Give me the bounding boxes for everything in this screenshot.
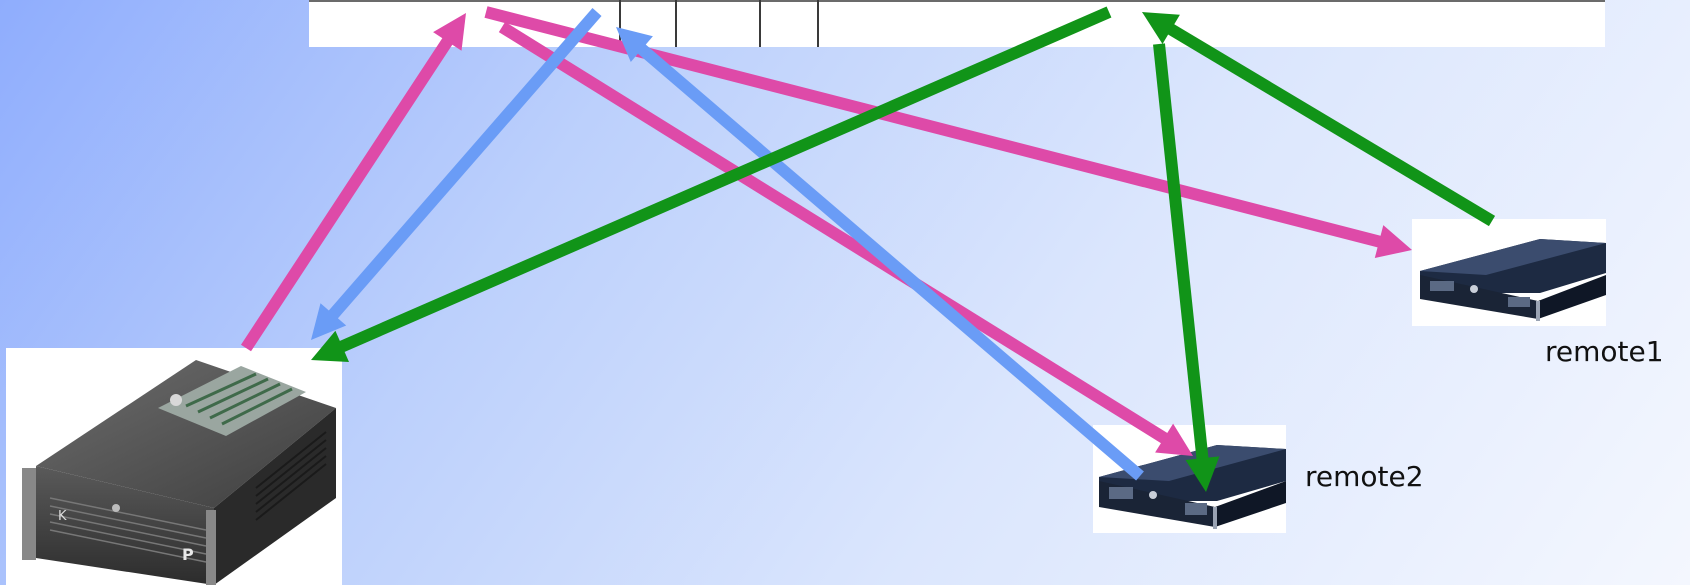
strip-divider <box>619 0 621 47</box>
arrow-remote2-to-top-head <box>616 27 653 62</box>
arrow-top-to-remote1-shaft <box>484 6 1383 248</box>
arrow-top-to-remote2-head <box>1155 423 1193 456</box>
remote2-server <box>1093 425 1286 533</box>
arrow-top-to-main-green-shaft <box>337 6 1112 353</box>
svg-text:P: P <box>182 545 194 564</box>
arrow-top-to-remote2-green-head <box>1185 456 1220 492</box>
remote1-label: remote1 <box>1545 335 1664 368</box>
strip-divider <box>817 0 819 47</box>
arrow-remote1-to-top-shaft <box>1166 23 1496 227</box>
main-server: K P <box>6 348 342 585</box>
remote1-server <box>1412 219 1606 326</box>
main-server-icon: K P <box>22 360 336 585</box>
arrow-top-to-remote2-shaft <box>498 21 1169 445</box>
svg-text:K: K <box>58 509 67 524</box>
strip-divider <box>759 0 761 47</box>
strip-top-border <box>309 0 1605 2</box>
arrow-main-to-top-head <box>433 13 466 51</box>
arrow-top-to-main-shaft <box>327 8 602 320</box>
arrow-top-to-main-green-head <box>311 330 349 362</box>
arrow-remote2-to-top-shaft <box>636 43 1144 481</box>
remote2-label: remote2 <box>1305 460 1424 493</box>
arrow-top-to-remote2-green-shaft <box>1153 43 1209 461</box>
arrow-remote1-to-top-head <box>1142 12 1180 44</box>
arrow-main-to-top-shaft <box>240 36 454 352</box>
arrow-top-to-remote1-head <box>1374 225 1412 258</box>
rack-server-icon <box>1420 239 1606 321</box>
arrow-top-to-main-head <box>311 303 347 340</box>
strip-divider <box>675 0 677 47</box>
